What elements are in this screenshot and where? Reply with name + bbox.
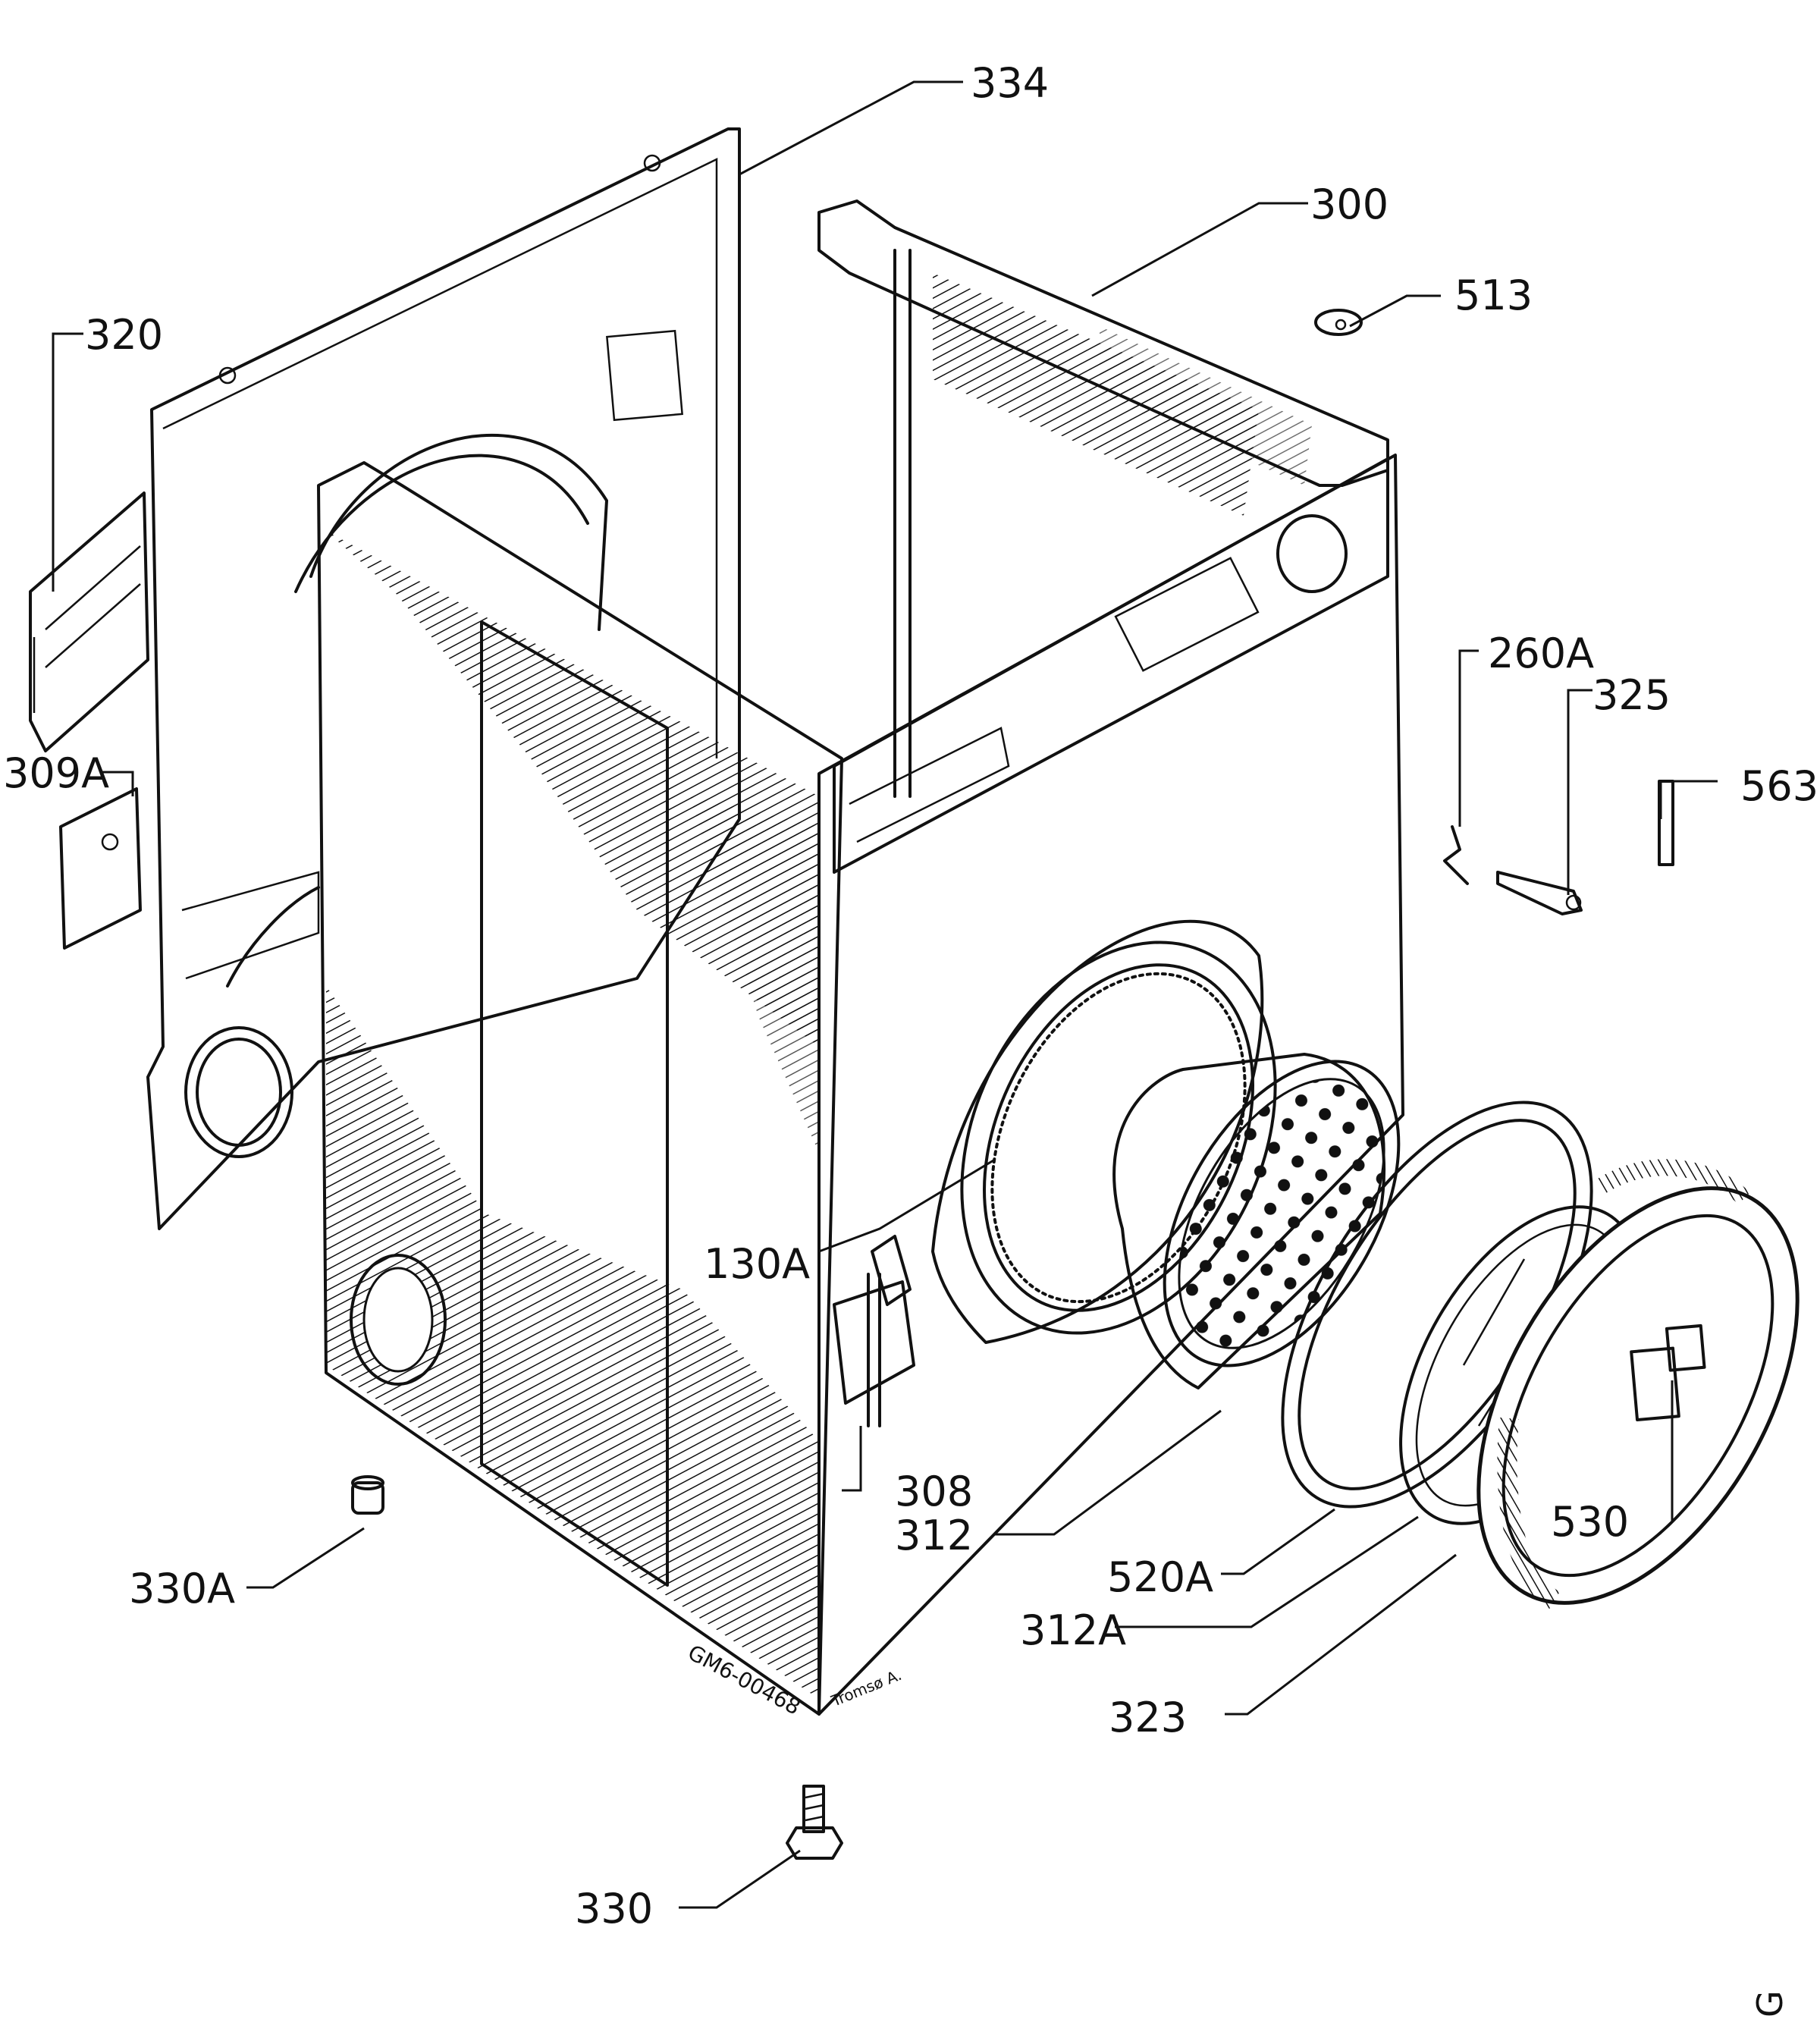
hinge-308 — [833, 1235, 915, 1427]
label-308: 308 — [895, 1468, 973, 1515]
label-325: 325 — [1592, 671, 1671, 719]
label-312: 312 — [895, 1512, 973, 1559]
label-309A: 309A — [3, 749, 109, 797]
part-labels: 334 300 513 320 309A 260A 325 563 130A 3… — [3, 59, 1818, 1933]
draftsman-signature: Tromsø A. — [828, 1666, 904, 1710]
label-563: 563 — [1740, 762, 1818, 810]
label-300: 300 — [1310, 181, 1389, 228]
part-513 — [1314, 309, 1363, 336]
leader-lines — [52, 80, 1718, 1909]
label-330A: 330A — [129, 1565, 235, 1612]
label-130A: 130A — [704, 1240, 810, 1288]
part-260A — [1443, 825, 1469, 885]
label-323: 323 — [1109, 1694, 1187, 1741]
back-panel — [146, 127, 741, 1230]
label-513: 513 — [1454, 272, 1533, 319]
front-panel — [817, 454, 1404, 1716]
label-334: 334 — [971, 59, 1049, 107]
label-520A: 520A — [1107, 1553, 1213, 1601]
top-frame — [817, 199, 1389, 798]
part-330A — [351, 1475, 384, 1515]
door-frame — [1476, 1159, 1800, 1609]
label-312A: 312A — [1020, 1606, 1126, 1654]
filter-drum — [1112, 1053, 1401, 1389]
label-320: 320 — [85, 311, 163, 359]
label-530: 530 — [1551, 1498, 1629, 1546]
side-panel — [317, 461, 843, 1716]
bracket-309A — [59, 787, 142, 950]
part-330 — [786, 1785, 843, 1860]
label-330: 330 — [575, 1885, 653, 1933]
drawing-notes: GM6-00468 Tromsø A. G — [684, 1640, 1790, 2017]
corner-mark: G — [1749, 1990, 1790, 2017]
part-325 — [1496, 871, 1583, 915]
label-260A: 260A — [1488, 630, 1594, 677]
bracket-320 — [29, 491, 149, 752]
